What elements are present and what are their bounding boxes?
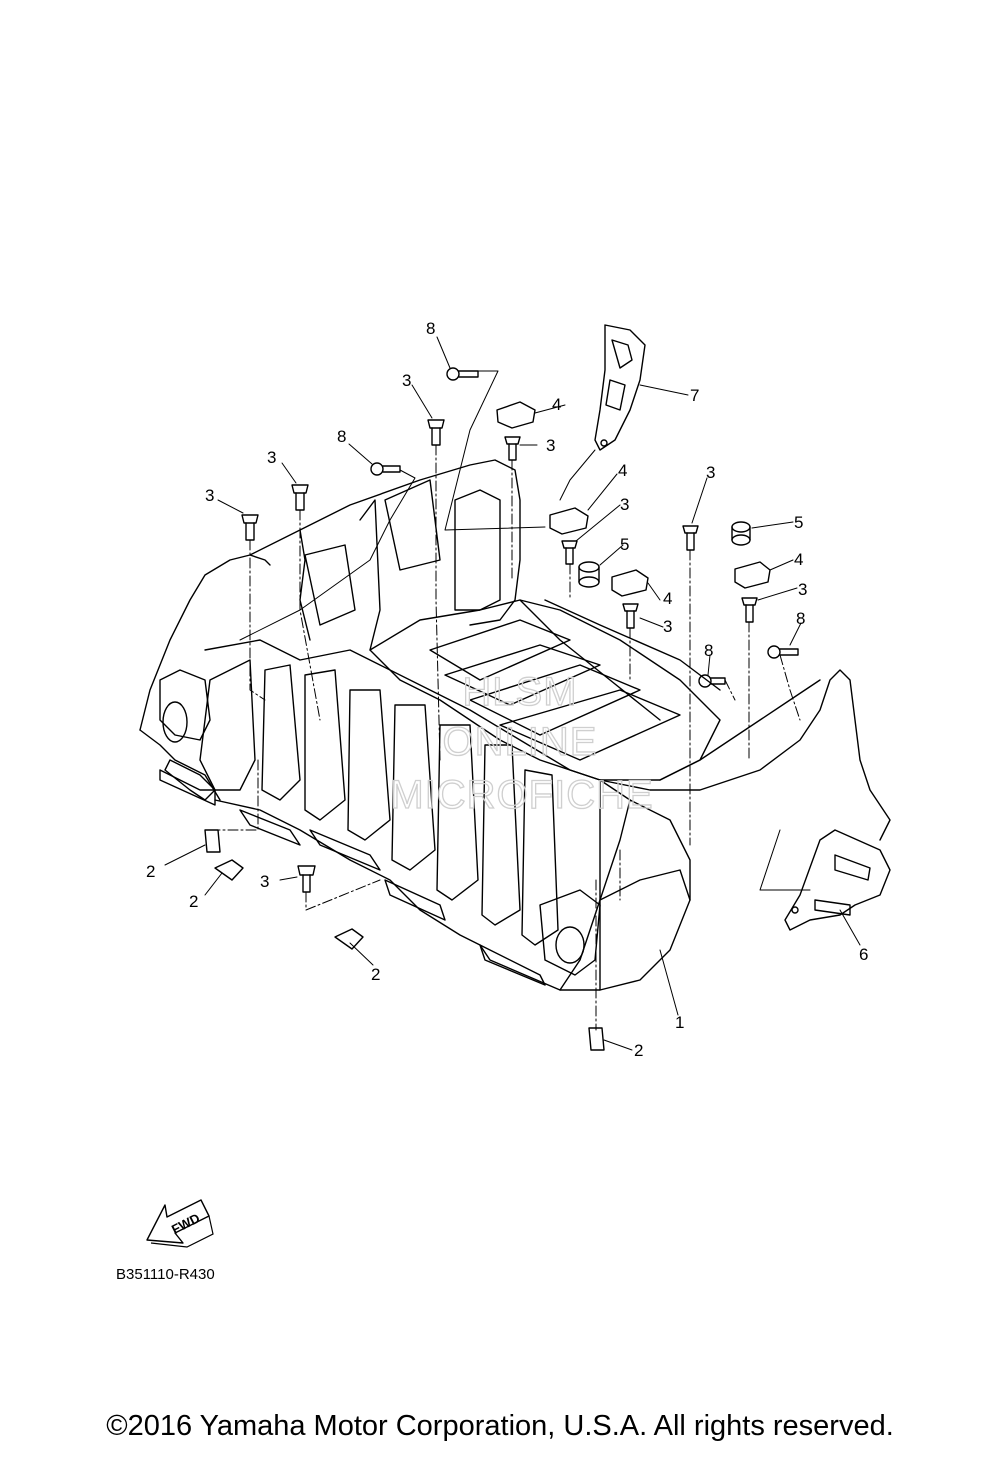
callout-2: 2	[371, 965, 380, 984]
side-panel-upper	[594, 324, 646, 451]
drawing-code: B351110-R430	[116, 1266, 215, 1283]
clips	[204, 829, 605, 1051]
callout-3: 3	[706, 463, 715, 482]
watermark: HLSM ONLINE MICROFICHE	[390, 669, 654, 817]
callout-2: 2	[146, 862, 155, 881]
callout-leaders	[164, 336, 861, 1051]
callout-3: 3	[620, 495, 629, 514]
callout-8: 8	[796, 609, 805, 628]
callout-5: 5	[620, 535, 629, 554]
cargo-bed-body	[139, 459, 891, 991]
callout-8: 8	[426, 319, 435, 338]
copyright-notice: ©2016 Yamaha Motor Corporation, U.S.A. A…	[106, 1410, 894, 1442]
callout-3: 3	[798, 580, 807, 599]
callout-7: 7	[690, 386, 699, 405]
screws	[370, 367, 799, 688]
callout-3: 3	[663, 617, 672, 636]
callout-5: 5	[794, 513, 803, 532]
watermark-line-2: ONLINE	[443, 720, 598, 764]
callout-1: 1	[675, 1013, 684, 1032]
panel-leader-lines	[239, 370, 811, 891]
grommets	[578, 521, 751, 588]
callout-8: 8	[337, 427, 346, 446]
callout-3: 3	[260, 872, 269, 891]
callout-3: 3	[205, 486, 214, 505]
callout-2: 2	[634, 1041, 643, 1060]
callout-4: 4	[618, 461, 627, 480]
callout-4: 4	[552, 395, 561, 414]
callout-labels: 8 3 4 3 7 8 3 3 4 3 5 3 5 4 3 4 3 8 8 2 …	[146, 319, 868, 1060]
callout-2: 2	[189, 892, 198, 911]
callout-4: 4	[794, 550, 803, 569]
fwd-arrow-icon: FWD	[146, 1199, 214, 1248]
callout-4: 4	[663, 589, 672, 608]
callout-6: 6	[859, 945, 868, 964]
watermark-line-3: MICROFICHE	[390, 773, 653, 817]
callout-3: 3	[267, 448, 276, 467]
watermark-line-1: HLSM	[462, 670, 577, 714]
side-panel-lower	[784, 829, 891, 931]
caps	[496, 401, 771, 597]
callout-3: 3	[402, 371, 411, 390]
callout-3: 3	[546, 436, 555, 455]
callout-8: 8	[704, 641, 713, 660]
